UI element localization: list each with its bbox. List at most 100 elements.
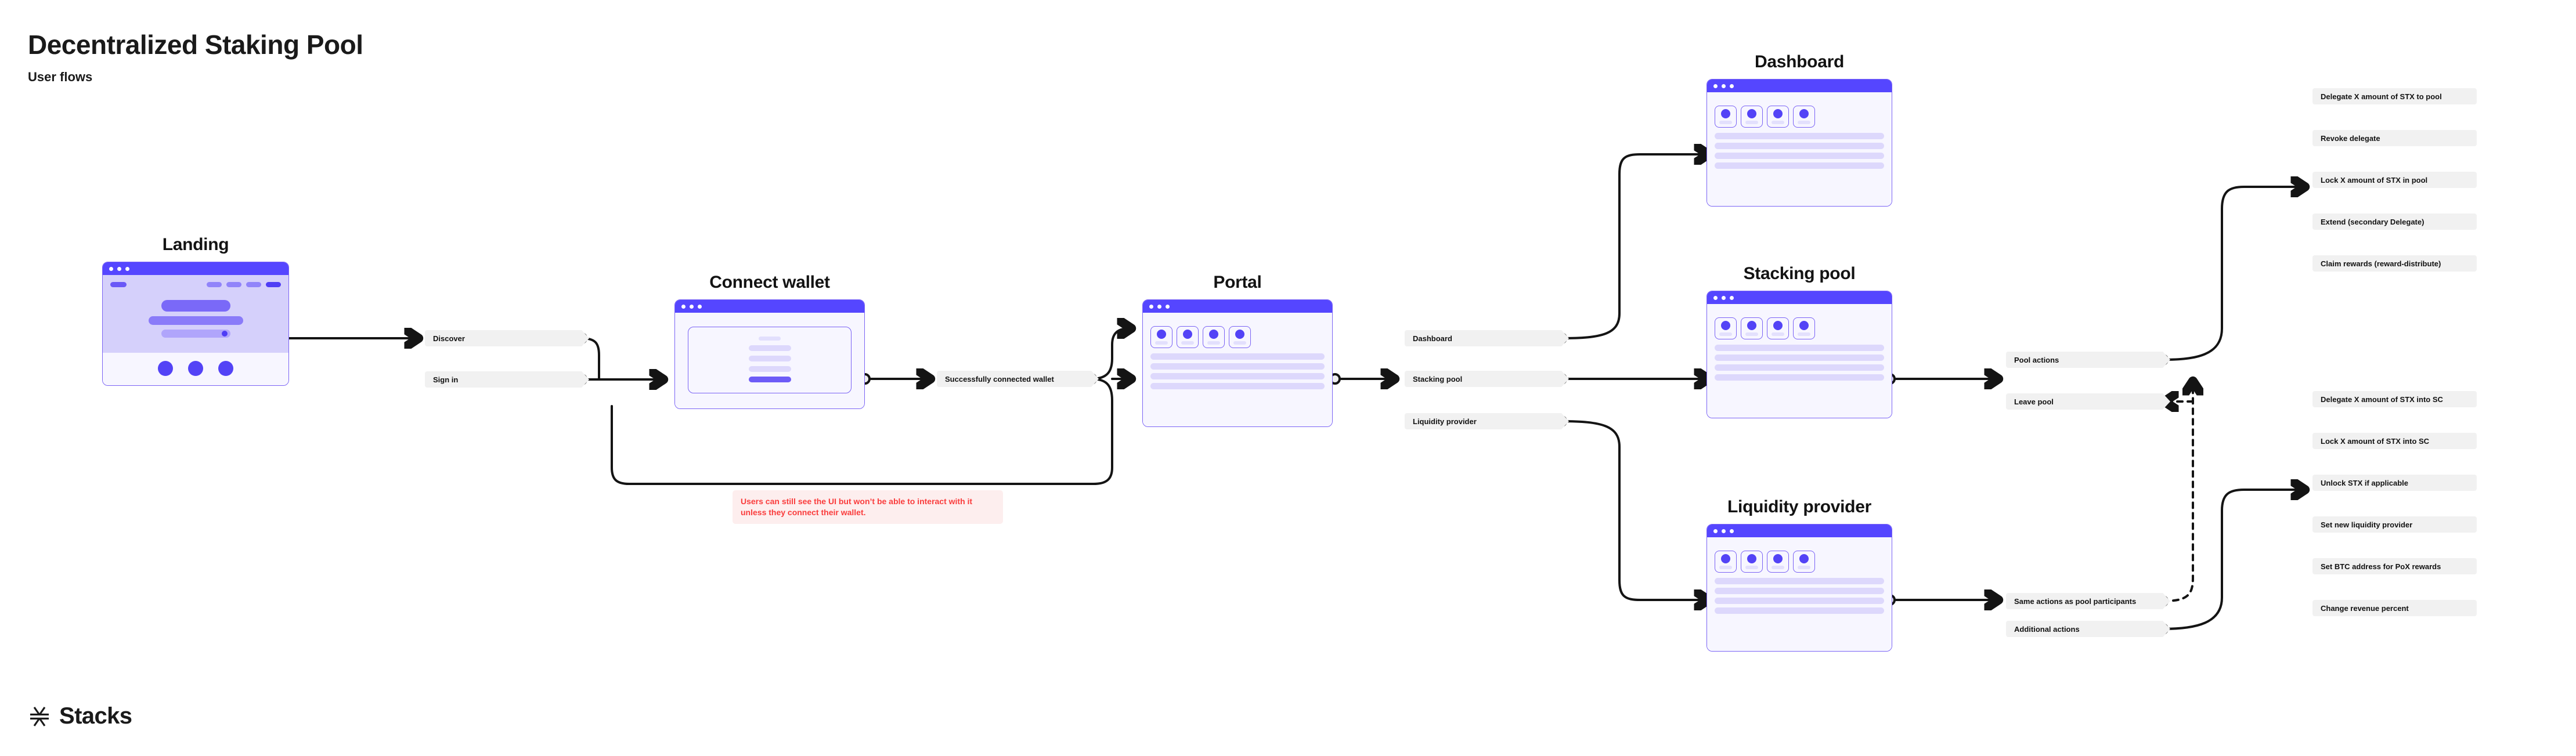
browser-titlebar — [675, 300, 864, 313]
flow-node-stacking-pool[interactable]: Stacking pool — [1405, 371, 1569, 387]
page-subtitle: User flows — [28, 70, 93, 84]
list-rows — [1715, 578, 1884, 614]
tile-caption-placeholder — [1772, 332, 1784, 336]
action-label: Delegate X amount of STX to pool — [2321, 92, 2442, 101]
action-set-btc-address-for-pox-rewards[interactable]: Set BTC address for PoX rewards — [2312, 558, 2477, 574]
flow-node-label: Pool actions — [2014, 355, 2059, 364]
tile-caption-placeholder — [1719, 121, 1732, 124]
flow-node-leave-pool[interactable]: Leave pool — [2006, 393, 2170, 410]
tile-icon — [1799, 554, 1809, 563]
tile-icon — [1235, 330, 1244, 339]
list-row-placeholder — [1150, 383, 1325, 389]
window-dot-close-icon — [1713, 84, 1718, 88]
action-lock-stx-in-pool[interactable]: Lock X amount of STX in pool — [2312, 172, 2477, 188]
flow-node-sign-in[interactable]: Sign in — [425, 371, 589, 388]
screen-portal-title: Portal — [1213, 273, 1262, 292]
list-row-placeholder — [1715, 143, 1884, 149]
tile-icon — [1721, 109, 1730, 118]
tile-icon — [1157, 330, 1166, 339]
screen-stacking-pool-title: Stacking pool — [1743, 264, 1856, 283]
list-row-placeholder — [1715, 374, 1884, 381]
action-label: Claim rewards (reward-distribute) — [2321, 259, 2441, 268]
screen-portal: Portal — [1142, 273, 1333, 427]
action-unlock-stx-if-applicable[interactable]: Unlock STX if applicable — [2312, 475, 2477, 491]
action-label: Unlock STX if applicable — [2321, 478, 2408, 487]
tile-placeholder — [1793, 317, 1815, 339]
tile-icon — [1747, 554, 1756, 563]
dashboard-browser-mock — [1706, 79, 1892, 207]
window-dot-maximize-icon — [1730, 529, 1734, 533]
screen-dashboard: Dashboard — [1706, 52, 1892, 207]
flow-node-liquidity-provider[interactable]: Liquidity provider — [1405, 413, 1569, 429]
tile-icon — [1183, 330, 1192, 339]
nav-link-placeholder — [226, 282, 241, 287]
hero-input-placeholder — [161, 330, 230, 338]
action-set-new-liquidity-provider[interactable]: Set new liquidity provider — [2312, 516, 2477, 533]
browser-titlebar — [1707, 291, 1892, 304]
action-lock-stx-into-sc[interactable]: Lock X amount of STX into SC — [2312, 433, 2477, 449]
stacking-pool-browser-mock — [1706, 291, 1892, 418]
list-row-placeholder — [1715, 355, 1884, 361]
browser-titlebar — [103, 262, 288, 275]
tile-caption-placeholder — [1719, 332, 1732, 336]
tile-icon — [1773, 321, 1783, 330]
action-revoke-delegate[interactable]: Revoke delegate — [2312, 130, 2477, 146]
action-delegate-stx-to-pool[interactable]: Delegate X amount of STX to pool — [2312, 88, 2477, 104]
action-label: Change revenue percent — [2321, 603, 2409, 613]
tile-placeholder — [1767, 317, 1789, 339]
tile-caption-placeholder — [1772, 566, 1784, 569]
window-dot-minimize-icon — [690, 304, 694, 309]
wallet-option-placeholder — [748, 356, 791, 361]
stacks-logo-icon — [30, 706, 49, 726]
tile-icon — [1747, 109, 1756, 118]
window-dot-close-icon — [1149, 304, 1153, 309]
flow-node-discover[interactable]: Discover — [425, 330, 589, 346]
tile-icon — [1773, 554, 1783, 563]
tile-placeholder — [1203, 326, 1225, 348]
modal-connect-button-placeholder — [748, 377, 791, 382]
window-dot-minimize-icon — [1722, 84, 1726, 88]
action-extend-secondary-delegate[interactable]: Extend (secondary Delegate) — [2312, 214, 2477, 230]
list-row-placeholder — [1715, 162, 1884, 169]
action-claim-rewards[interactable]: Claim rewards (reward-distribute) — [2312, 255, 2477, 272]
screen-connect-wallet-title: Connect wallet — [709, 273, 830, 292]
tile-placeholder — [1229, 326, 1251, 348]
flow-node-same-actions-as-pool-participants[interactable]: Same actions as pool participants — [2006, 593, 2170, 609]
footer-circle-placeholder — [188, 361, 203, 376]
page-title: Decentralized Staking Pool — [28, 30, 363, 60]
tile-icon — [1209, 330, 1218, 339]
action-delegate-stx-into-sc[interactable]: Delegate X amount of STX into SC — [2312, 391, 2477, 407]
flow-node-successfully-connected-wallet[interactable]: Successfully connected wallet — [937, 371, 1099, 387]
list-rows — [1715, 345, 1884, 381]
flow-node-label: Dashboard — [1413, 334, 1452, 343]
connect-wallet-browser-mock — [674, 299, 865, 409]
tile-caption-placeholder — [1798, 566, 1810, 569]
tile-placeholder — [1793, 106, 1815, 128]
flow-node-label: Sign in — [433, 375, 459, 384]
screen-landing-title: Landing — [162, 235, 229, 254]
tile-caption-placeholder — [1181, 341, 1194, 345]
list-row-placeholder — [1715, 345, 1884, 351]
tile-caption-placeholder — [1798, 121, 1810, 124]
tile-row — [1150, 326, 1325, 348]
action-label: Set new liquidity provider — [2321, 520, 2413, 529]
window-dot-close-icon — [681, 304, 686, 309]
flow-node-additional-actions[interactable]: Additional actions — [2006, 621, 2170, 637]
browser-titlebar — [1707, 79, 1892, 92]
tile-caption-placeholder — [1745, 121, 1758, 124]
flow-node-label: Additional actions — [2014, 624, 2080, 634]
browser-body — [103, 275, 288, 385]
action-change-revenue-percent[interactable]: Change revenue percent — [2312, 600, 2477, 616]
window-dot-close-icon — [1713, 295, 1718, 300]
tile-row — [1715, 551, 1884, 573]
wallet-modal-placeholder — [688, 327, 852, 393]
landing-footer — [103, 353, 288, 385]
flow-node-dashboard[interactable]: Dashboard — [1405, 330, 1569, 346]
hero-input-knob-icon — [221, 331, 228, 337]
tile-icon — [1799, 109, 1809, 118]
tile-icon — [1799, 321, 1809, 330]
list-rows — [1150, 353, 1325, 389]
landing-browser-mock — [102, 262, 289, 386]
flow-node-pool-actions[interactable]: Pool actions — [2006, 352, 2170, 368]
window-dot-maximize-icon — [1166, 304, 1170, 309]
